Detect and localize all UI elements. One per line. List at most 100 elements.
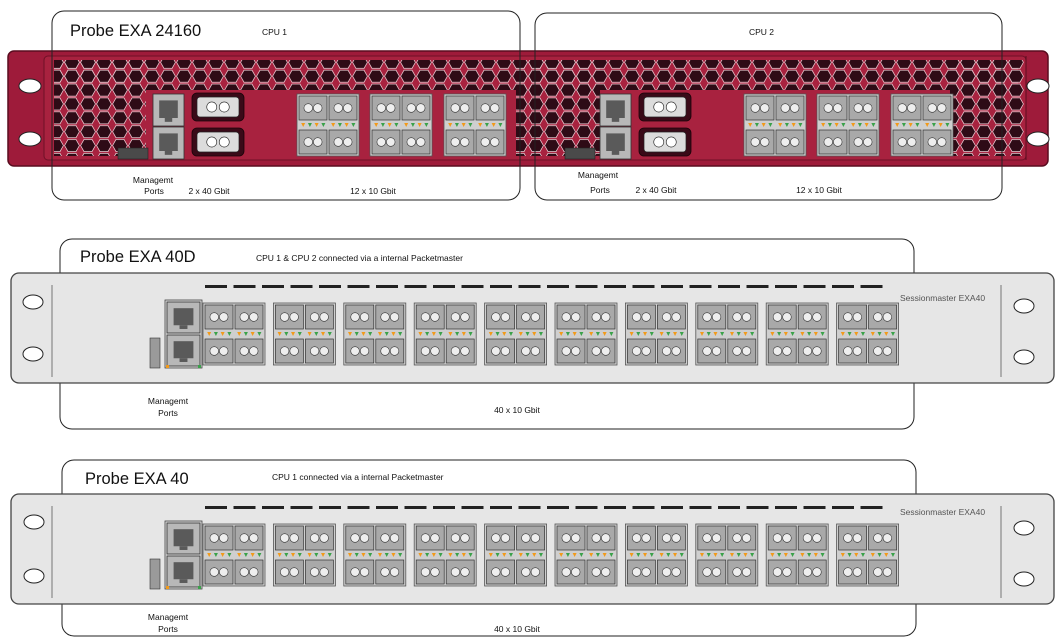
- sfp-port: [445, 559, 475, 585]
- vent-slot: [661, 506, 683, 509]
- fiber-lc-icon: [852, 533, 862, 543]
- vent-slot: [233, 506, 256, 509]
- fiber-lc-icon: [303, 103, 313, 113]
- fiber-lc-icon: [389, 312, 400, 322]
- sfp-port: [838, 338, 867, 364]
- sfp-port: [234, 304, 264, 330]
- fiber-lc-icon: [490, 103, 500, 113]
- sfp-port: [375, 559, 405, 585]
- status-led-icon: [297, 553, 302, 557]
- rj45-latch: [611, 151, 620, 155]
- status-led-icon: [331, 123, 336, 127]
- fiber-lc-icon: [416, 137, 426, 147]
- fiber-lc-icon: [750, 137, 760, 147]
- status-led-icon: [602, 332, 607, 336]
- mgmt-label-ports: Ports: [158, 624, 178, 634]
- fiber-lc-icon: [303, 137, 313, 147]
- vent-slot: [518, 506, 541, 509]
- sfp-port-block: [484, 523, 548, 587]
- fiber-lc-icon: [852, 312, 862, 322]
- rj45-jack-icon: [606, 133, 625, 151]
- vent-slot: [689, 285, 712, 288]
- status-led-icon: [649, 553, 654, 557]
- fiber-lc-icon: [802, 533, 813, 543]
- fiber-lc-icon: [662, 312, 672, 322]
- sfp-port: [657, 525, 686, 551]
- fiber-lc-icon: [711, 312, 722, 322]
- status-led-icon: [666, 332, 671, 336]
- status-led-icon: [579, 332, 584, 336]
- status-led-icon: [468, 123, 473, 127]
- sfp-port: [922, 129, 952, 155]
- status-led-icon: [461, 332, 466, 336]
- fiber-lc-icon: [406, 103, 416, 113]
- status-led-icon: [484, 123, 489, 127]
- status-led-icon: [438, 332, 443, 336]
- status-led-icon: [629, 332, 634, 336]
- fiber-lc-icon: [280, 312, 290, 322]
- fiber-lc-icon: [500, 312, 510, 322]
- status-led-icon: [243, 332, 248, 336]
- fiber-lc-icon: [852, 346, 862, 356]
- status-led-icon: [455, 553, 460, 557]
- status-led-icon: [207, 553, 212, 557]
- fiber-lc-icon: [671, 567, 681, 577]
- status-led-icon: [783, 553, 788, 557]
- fiber-lc-icon: [882, 567, 892, 577]
- fiber-lc-icon: [772, 346, 783, 356]
- fiber-connector-icon: [653, 136, 665, 148]
- status-led-icon: [579, 553, 584, 557]
- vent-slot: [319, 285, 341, 288]
- fiber-connector-icon: [218, 136, 230, 148]
- fiber-lc-icon: [313, 103, 323, 113]
- status-led-icon: [438, 553, 443, 557]
- fiber-lc-icon: [450, 312, 461, 322]
- sfp-port: [745, 95, 775, 121]
- status-led-icon: [784, 123, 789, 127]
- vent-slot: [832, 506, 854, 509]
- fiber-lc-icon: [591, 312, 601, 322]
- status-led-icon: [368, 332, 373, 336]
- mount-hole: [1013, 349, 1035, 365]
- status-led-icon: [659, 332, 664, 336]
- sfp-port: [204, 559, 234, 585]
- fiber-lc-icon: [386, 103, 396, 113]
- status-led-icon: [834, 123, 839, 127]
- mount-hole: [22, 294, 44, 310]
- status-led-icon: [565, 332, 570, 336]
- status-led-icon: [368, 553, 373, 557]
- sfp-port: [475, 129, 505, 155]
- fiber-connector-icon: [665, 101, 677, 113]
- fiber-lc-icon: [319, 346, 329, 356]
- vent-slot: [262, 285, 284, 288]
- mount-hole: [23, 514, 45, 530]
- status-led-icon: [595, 553, 600, 557]
- sfp-port: [797, 304, 827, 330]
- fiber-lc-icon: [310, 312, 320, 322]
- sfp-port: [204, 525, 234, 551]
- status-led-icon: [461, 553, 466, 557]
- fiber-lc-icon: [853, 103, 863, 113]
- fiber-lc-icon: [521, 567, 531, 577]
- fiber-lc-icon: [782, 346, 792, 356]
- vent-slot: [205, 506, 227, 509]
- sfp-port: [445, 525, 475, 551]
- status-led-icon: [877, 553, 882, 557]
- fiber-lc-icon: [319, 567, 329, 577]
- fiber-lc-icon: [460, 567, 470, 577]
- status-led-icon: [748, 123, 753, 127]
- mount-hole: [1026, 131, 1050, 147]
- fiber-lc-icon: [460, 137, 470, 147]
- status-led-icon: [871, 123, 876, 127]
- fiber-lc-icon: [750, 103, 760, 113]
- qsfp-cage: [196, 96, 240, 118]
- status-led-icon: [398, 332, 403, 336]
- status-led-icon: [380, 123, 385, 127]
- sfp-port: [305, 559, 334, 585]
- fiber-lc-icon: [219, 312, 229, 322]
- fiber-lc-icon: [420, 567, 431, 577]
- rj45-port: [166, 301, 201, 334]
- fiber-lc-icon: [741, 533, 752, 543]
- status-led-icon: [361, 553, 366, 557]
- status-led-icon: [348, 332, 352, 336]
